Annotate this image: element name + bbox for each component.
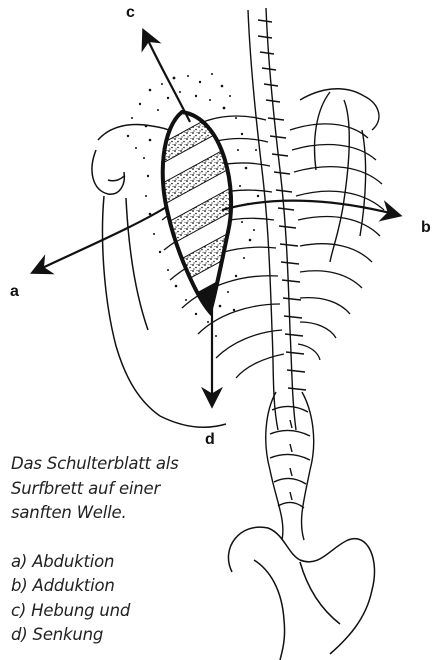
caption-spacer xyxy=(11,526,179,550)
caption-item-adduktion: b) Adduktion xyxy=(11,574,179,599)
caption-item-hebung: c) Hebung und xyxy=(11,599,179,624)
caption-line: Das Schulterblatt als xyxy=(11,452,179,477)
caption-item-senkung: d) Senkung xyxy=(11,623,179,648)
caption: Das Schulterblatt als Surfbrett auf eine… xyxy=(11,452,179,648)
pelvis xyxy=(228,527,374,660)
arrow-label-d: d xyxy=(205,431,215,449)
ribs-right xyxy=(290,124,384,360)
arrow-c xyxy=(146,36,190,122)
caption-item-abduktion: a) Abduktion xyxy=(11,550,179,575)
arrow-label-c: c xyxy=(126,4,135,22)
lumbar-spine xyxy=(266,392,314,540)
arrow-label-a: a xyxy=(10,283,19,301)
caption-line: sanften Welle. xyxy=(11,501,179,526)
caption-line: Surfbrett auf einer xyxy=(11,477,179,502)
scapula-surfboard xyxy=(150,90,260,330)
arrow-label-b: b xyxy=(421,219,431,237)
right-scapula xyxy=(300,89,379,262)
arrow-b xyxy=(222,201,394,214)
